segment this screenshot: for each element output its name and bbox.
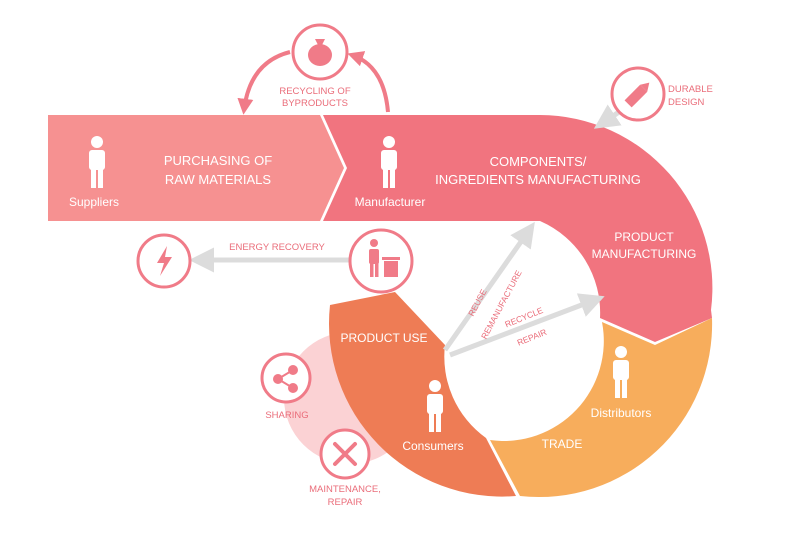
recycle-arrow — [449, 293, 605, 358]
reuse-arrow — [442, 221, 535, 352]
disposal-icon-circle — [348, 228, 414, 294]
suppliers-activity-line2: RAW MATERIALS — [165, 172, 272, 187]
lightning-icon — [157, 246, 172, 276]
manufacturer-name: Manufacturer — [355, 195, 426, 209]
trade-label: TRADE — [542, 437, 583, 451]
sharing-label: SHARING — [265, 410, 308, 421]
manufacturer-activity-line1: COMPONENTS/ — [490, 154, 587, 169]
suppliers-band — [48, 115, 344, 221]
maintenance-line2: REPAIR — [328, 497, 363, 508]
manufacturer-activity-line2: INGREDIENTS MANUFACTURING — [435, 172, 641, 187]
tools-icon — [333, 442, 357, 466]
distributors-band — [490, 318, 713, 498]
durable-design-line1: DURABLE — [668, 84, 713, 95]
distributors-person-icon — [613, 346, 629, 398]
recycling-byproducts-line2: BYPRODUCTS — [282, 98, 348, 109]
byproducts-loop-left — [237, 50, 291, 115]
money-bag-icon — [308, 39, 332, 66]
product-manufacturing-line2: MANUFACTURING — [592, 247, 697, 261]
distributors-name: Distributors — [591, 406, 652, 420]
manufacturer-band — [323, 115, 713, 342]
suppliers-name: Suppliers — [69, 195, 119, 209]
suppliers-person-icon — [89, 136, 105, 188]
sharing-icon-circle — [260, 352, 312, 404]
maintenance-line1: MAINTENANCE, — [309, 484, 381, 495]
product-use-label: PRODUCT USE — [340, 331, 427, 345]
durable-design-line2: DESIGN — [668, 97, 705, 108]
energy-recovery-label: ENERGY RECOVERY — [229, 242, 325, 253]
consumers-band — [329, 292, 516, 497]
consumers-person-icon — [427, 380, 443, 432]
recycling-byproducts-line1: RECYCLING OF — [279, 86, 350, 97]
person-trash-icon — [369, 239, 400, 277]
byproducts-loop-right — [347, 51, 390, 113]
product-manufacturing-line1: PRODUCT — [614, 230, 674, 244]
pencil-icon — [624, 82, 650, 108]
manufacturer-person-icon — [381, 136, 397, 188]
consumers-name: Consumers — [402, 439, 463, 453]
suppliers-activity-line1: PURCHASING OF — [164, 153, 272, 168]
share-icon — [273, 365, 298, 393]
